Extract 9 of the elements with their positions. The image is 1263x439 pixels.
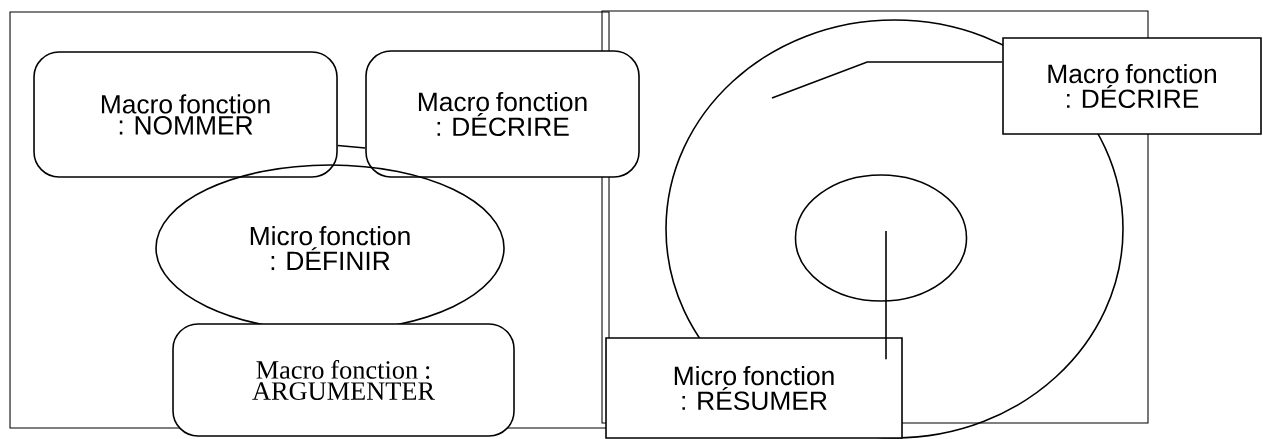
callout-box: Macro fonction : DÉCRIRE — [1002, 37, 1262, 135]
rounded-box: Macro fonction : NOMMER — [33, 51, 338, 178]
rounded-box: Macro fonction : DÉCRIRE — [365, 50, 640, 178]
connector-line — [337, 144, 366, 149]
callout-box: Micro fonction : RÉSUMER — [605, 337, 903, 439]
leader-line — [771, 61, 1003, 99]
inner-ellipse — [794, 174, 968, 302]
leader-line — [885, 230, 887, 360]
rounded-box: Macro fonction : ARGUMENTER — [172, 323, 515, 437]
